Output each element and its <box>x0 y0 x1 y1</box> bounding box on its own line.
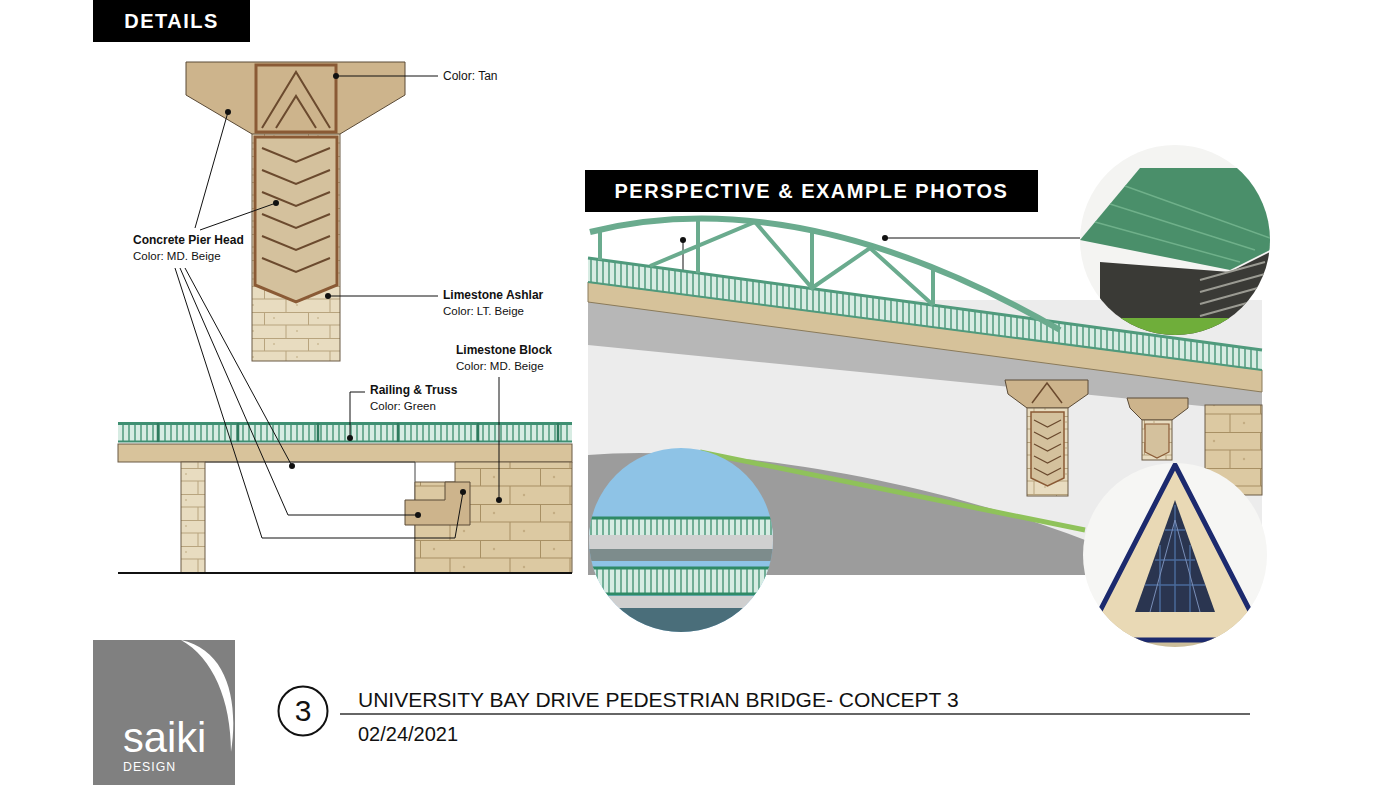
leader-dot <box>496 497 502 503</box>
example-photo <box>1080 168 1270 270</box>
material-label: Railing & Truss <box>370 383 457 399</box>
leader-dot <box>882 235 888 241</box>
section-heading: DETAILS <box>124 11 219 32</box>
leader-dot <box>347 435 353 441</box>
leader-line <box>175 268 463 538</box>
example-photo <box>1135 500 1215 612</box>
material-label: Concrete Pier Head <box>133 233 244 249</box>
example-photo <box>1200 262 1265 316</box>
leader-line <box>330 296 438 297</box>
example-photo <box>589 535 773 549</box>
logo-subtext: DESIGN <box>123 760 235 776</box>
bridge-perspective <box>1034 420 1061 475</box>
pier-detail <box>186 62 405 134</box>
leader-dot <box>460 489 466 495</box>
example-photo <box>1145 505 1205 612</box>
leader-dot <box>415 512 421 518</box>
example-photo <box>1150 520 1200 612</box>
leader-dot <box>333 73 339 79</box>
pier-detail <box>252 132 340 361</box>
logo-block: saikiDESIGN <box>93 640 235 785</box>
example-photo <box>589 568 773 594</box>
pier-detail <box>186 62 405 361</box>
bridge-elevation <box>118 423 572 442</box>
bridge-perspective <box>600 218 933 305</box>
section-heading: PERSPECTIVE & EXAMPLE PHOTOS <box>615 181 1009 202</box>
pier-detail <box>262 148 330 272</box>
leader-dot <box>325 293 331 299</box>
sheet-number: 3 <box>295 695 312 727</box>
leader-dot <box>680 237 686 243</box>
example-photo <box>589 518 773 535</box>
leader-dot <box>225 109 231 115</box>
number-circle-outline <box>279 687 328 736</box>
bridge-elevation <box>118 423 572 573</box>
example-photo <box>589 517 773 520</box>
example-photo <box>589 448 773 632</box>
leader-line <box>499 377 500 500</box>
logo-wordmark: saiki <box>123 716 235 760</box>
example-photo <box>589 608 773 632</box>
bridge-perspective <box>1032 383 1062 403</box>
leader-line <box>195 112 228 228</box>
example-photo <box>589 596 773 608</box>
bridge-perspective <box>1027 408 1068 496</box>
title-rule <box>340 713 1250 715</box>
sheet-number-circle: 3 <box>277 685 329 737</box>
bridge-elevation <box>118 572 572 574</box>
example-photo <box>1080 318 1270 338</box>
bridge-perspective <box>590 219 1060 330</box>
leader-dot <box>273 200 279 206</box>
bridge-perspective <box>1005 380 1088 408</box>
leader-dot <box>289 463 295 469</box>
bridge-elevation <box>158 423 558 442</box>
leader-line <box>885 238 1080 239</box>
example-photo <box>589 568 773 594</box>
example-photo <box>589 549 773 561</box>
material-label: Limestone Block <box>456 343 552 359</box>
example-photo <box>1085 465 1265 640</box>
bridge-perspective <box>1145 424 1169 458</box>
leader-line <box>350 392 365 438</box>
color-note: Color: Green <box>370 399 436 414</box>
bridge-perspective <box>1127 398 1188 420</box>
material-label: Limestone Ashlar <box>443 288 543 304</box>
color-note: Color: Tan <box>443 69 497 85</box>
color-note: Color: LT. Beige <box>443 304 524 319</box>
pier-detail <box>256 65 336 132</box>
sheet-date: 02/24/2021 <box>358 721 458 747</box>
leader-line <box>338 76 438 77</box>
example-photo <box>1083 463 1267 652</box>
color-note: Color: MD. Beige <box>133 249 221 264</box>
bridge-perspective <box>1142 420 1172 460</box>
example-photo <box>589 448 773 632</box>
bridge-elevation <box>118 441 572 443</box>
example-photo <box>1083 463 1267 647</box>
leader-line <box>200 203 276 230</box>
pier-detail <box>255 137 337 302</box>
bridge-elevation <box>181 462 205 573</box>
leader-line <box>185 268 292 466</box>
example-photo <box>1080 145 1270 340</box>
example-photo <box>1095 186 1270 262</box>
bridge-elevation <box>118 444 572 462</box>
pier-detail <box>262 72 330 128</box>
bridge-elevation <box>405 482 470 525</box>
section-banner: DETAILS <box>93 0 250 42</box>
bridge-elevation <box>118 422 572 425</box>
bridge-elevation <box>205 462 415 573</box>
bridge-perspective <box>1031 412 1064 486</box>
sheet-title: UNIVERSITY BAY DRIVE PEDESTRIAN BRIDGE- … <box>358 686 959 713</box>
color-note: Color: MD. Beige <box>456 359 544 374</box>
section-banner: PERSPECTIVE & EXAMPLE PHOTOS <box>585 170 1038 212</box>
